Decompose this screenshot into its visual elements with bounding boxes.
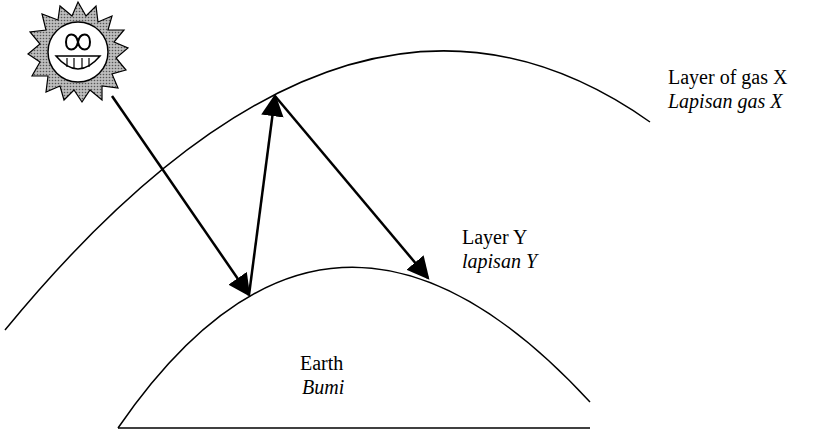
layer-label: Layer of gas X <box>668 66 787 88</box>
earth-base <box>118 427 590 429</box>
ray-arrow <box>112 96 249 295</box>
earth-label: Bumi <box>302 376 344 398</box>
sun-icon <box>28 2 128 102</box>
ray-arrow <box>249 96 275 295</box>
ray-arrow <box>275 96 428 278</box>
layer-label: lapisan Y <box>462 250 537 272</box>
layer-label: Lapisan gas X <box>668 90 782 112</box>
earth-label: Earth <box>300 352 343 374</box>
earth-arc <box>118 267 590 428</box>
layer-label: Layer Y <box>462 226 527 248</box>
